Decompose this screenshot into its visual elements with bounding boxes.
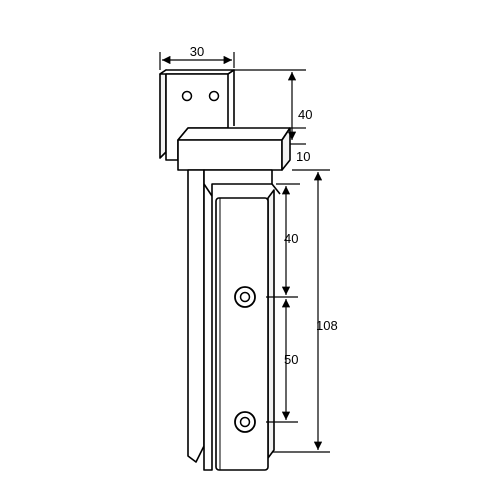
dim-label-30: 30: [190, 44, 204, 59]
dim-label-50: 50: [284, 352, 298, 367]
slot-rail: [203, 169, 273, 471]
dim-spacing-50: [266, 299, 298, 423]
back-rail: [187, 169, 205, 463]
plate-hole-upper: [234, 286, 256, 308]
dim-width-30: [159, 52, 235, 70]
block-top-face: [177, 127, 291, 141]
dim-length-108: [272, 169, 330, 453]
dim-label-40-top: 40: [298, 107, 312, 122]
bracket-hole-right: [208, 90, 220, 102]
dim-offset-40: [266, 183, 300, 298]
dim-label-10: 10: [296, 149, 310, 164]
glass-clamp-arm: [187, 169, 281, 471]
clamp-block: [177, 127, 291, 171]
plate-hole-lower: [234, 411, 256, 433]
block-front-face: [177, 139, 283, 171]
bracket-hole-left: [181, 90, 193, 102]
dim-label-40-lower: 40: [284, 231, 298, 246]
dim-label-108: 108: [316, 318, 338, 333]
dim-height-40: [234, 69, 306, 140]
front-clamp-plate: [215, 197, 269, 471]
